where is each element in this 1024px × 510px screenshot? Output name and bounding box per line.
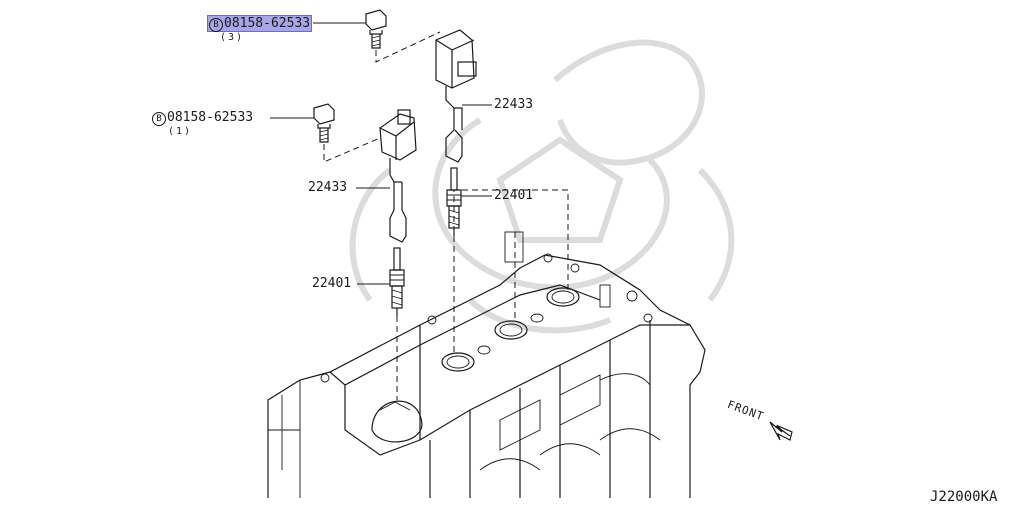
bolt-left [313, 103, 335, 143]
engine-head [267, 231, 706, 498]
symbol-b-icon: B [152, 112, 166, 126]
callout-plug-left[interactable]: 22401 [312, 276, 352, 291]
callout-coil-right[interactable]: 22433 [494, 97, 534, 112]
spark-plug-left [389, 247, 405, 316]
callout-bolt-left-qty: (1) [168, 126, 193, 137]
diagram-code: J22000KA [930, 489, 998, 505]
symbol-b-icon: B [209, 18, 223, 32]
callout-bolt-top-qty: (3) [220, 32, 245, 43]
part-number-text: 08158-62533 [224, 16, 311, 31]
ignition-coil-right [435, 29, 477, 163]
bolt-top [365, 9, 387, 49]
callout-coil-left[interactable]: 22433 [308, 180, 348, 195]
watermark-emblem [349, 39, 735, 334]
leader-lines [270, 22, 492, 285]
front-arrow-icon [769, 421, 793, 441]
ignition-coil-left [379, 109, 417, 243]
part-number-text[interactable]: 08158-62533 [167, 110, 254, 125]
callout-plug-right[interactable]: 22401 [494, 188, 534, 203]
alignment-lines [323, 31, 569, 400]
